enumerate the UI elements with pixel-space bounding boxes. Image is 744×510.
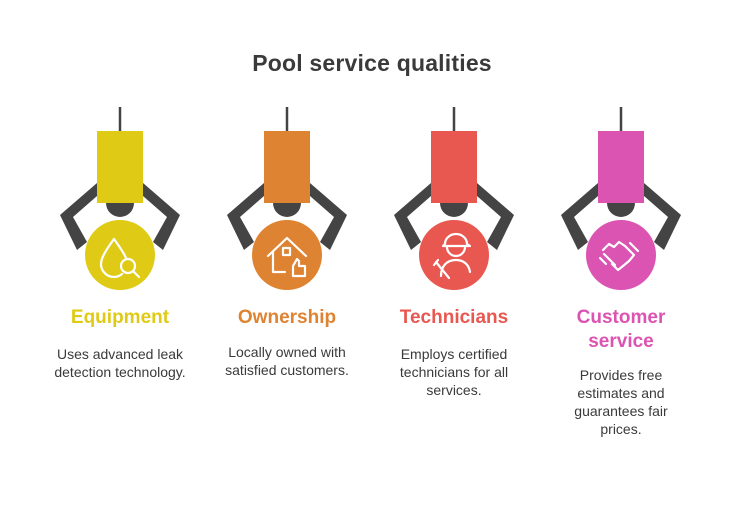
claw-block-equipment [97,131,143,203]
claw-arm-right [143,183,180,250]
claw-arm-right [310,183,347,250]
claw-arm-left [60,183,97,250]
claw-block-technicians [431,131,477,203]
claw-customer-service [561,107,681,290]
claw-block-ownership [264,131,310,203]
house-thumbs-up-icon [266,236,308,278]
claw-arm-left [227,183,264,250]
handshake-icon [598,240,640,272]
claw-arm-right [477,183,514,250]
claw-arm-left [394,183,431,250]
claw-technicians [394,107,514,290]
label-technicians: Technicians [399,307,509,328]
claw-ownership [227,107,347,290]
description-ownership: Locally owned with satisfied customers. [225,344,349,378]
diagram-title: Pool service qualities [252,50,492,76]
description-equipment: Uses advanced leak detection technology. [54,346,186,380]
claw-equipment [60,107,180,290]
label-customer-service: Customer service [576,307,666,352]
description-technicians: Employs certified technicians for all se… [399,346,509,398]
icon-circle-equipment [85,220,155,290]
label-equipment: Equipment [70,307,170,328]
claw-arm-right [644,183,681,250]
claw-arm-left [561,183,598,250]
description-customer-service: Provides free estimates and guarantees f… [574,367,668,437]
label-ownership: Ownership [237,307,337,328]
claw-block-customer-service [598,131,644,203]
technician-worker-icon [432,232,472,280]
water-drop-magnifier-icon [99,237,141,279]
icon-circle-customer-service [586,220,656,290]
